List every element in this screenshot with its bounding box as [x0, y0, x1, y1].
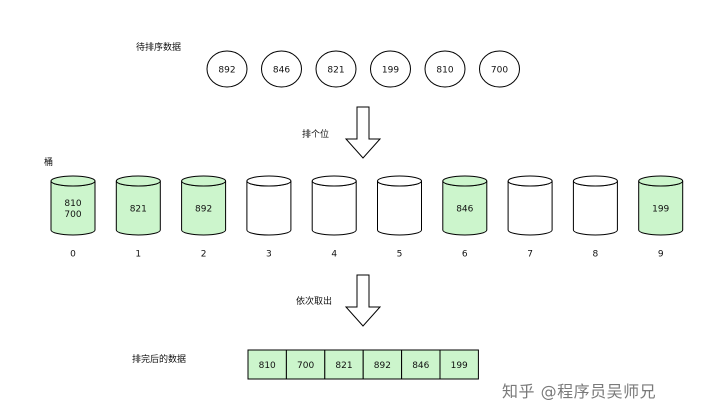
bucket-top	[246, 175, 292, 187]
bucket-value: 821	[130, 205, 147, 215]
bucket-index: 8	[593, 250, 599, 260]
down-arrow-1	[344, 106, 382, 159]
bucket-index: 1	[135, 250, 141, 260]
bucket-value: 199	[652, 205, 669, 215]
bucket-top	[115, 175, 161, 187]
bucket-top	[638, 175, 684, 187]
unsorted-value: 821	[327, 66, 344, 76]
unsorted-value: 846	[273, 66, 290, 76]
unsorted-circle	[206, 50, 248, 88]
bucket-value: 810	[64, 199, 81, 209]
bucket-top	[181, 175, 227, 187]
bucket-value: 700	[64, 210, 81, 220]
bucket-cylinder	[572, 180, 618, 236]
bucket-cylinder	[311, 180, 357, 236]
sorted-value: 810	[259, 361, 276, 371]
sorted-cell	[324, 349, 364, 380]
sorted-title: 排完后的数据	[132, 355, 187, 365]
unsorted-value: 700	[491, 66, 508, 76]
unsorted-circle	[315, 50, 357, 88]
sorted-value: 199	[451, 361, 468, 371]
bucket-top	[442, 175, 488, 187]
bucket-value: 892	[195, 205, 212, 215]
sorted-cell	[439, 349, 479, 380]
unsorted-value: 199	[382, 66, 399, 76]
bucket-index: 7	[527, 250, 533, 260]
sorted-value: 700	[297, 361, 314, 371]
bucket-cylinder	[377, 180, 422, 236]
unsorted-value: 810	[436, 66, 453, 76]
bucket-top	[377, 175, 422, 187]
bucket-top	[311, 175, 357, 187]
step2-label: 依次取出	[296, 297, 333, 307]
unsorted-circle	[479, 50, 520, 88]
unsorted-circle	[424, 50, 466, 88]
bucket-value: 846	[456, 205, 473, 215]
bucket-top	[50, 175, 96, 187]
buckets-title: 桶	[44, 158, 54, 168]
bucket-index: 4	[331, 250, 337, 260]
bucket-top	[507, 175, 553, 187]
sorted-value: 892	[374, 361, 391, 371]
step1-label: 排个位	[302, 130, 330, 140]
bucket-index: 5	[397, 250, 403, 260]
bucket-cylinder	[507, 180, 553, 236]
sorted-value: 821	[335, 361, 352, 371]
bucket-top	[572, 175, 618, 187]
bucket-index: 6	[462, 250, 468, 260]
bucket-index: 2	[201, 250, 207, 260]
watermark: 知乎 @程序员吴师兄	[502, 382, 657, 401]
down-arrow-2	[344, 274, 382, 327]
unsorted-title: 待排序数据	[136, 43, 182, 53]
unsorted-value: 892	[218, 66, 235, 76]
unsorted-circle	[261, 50, 302, 88]
bucket-index: 9	[658, 250, 664, 260]
unsorted-circle	[370, 50, 411, 88]
bucket-index: 0	[70, 250, 76, 260]
bucket-index: 3	[266, 250, 272, 260]
bucket-cylinder	[246, 180, 292, 236]
sorted-cell	[401, 349, 441, 380]
sorted-value: 846	[412, 361, 429, 371]
